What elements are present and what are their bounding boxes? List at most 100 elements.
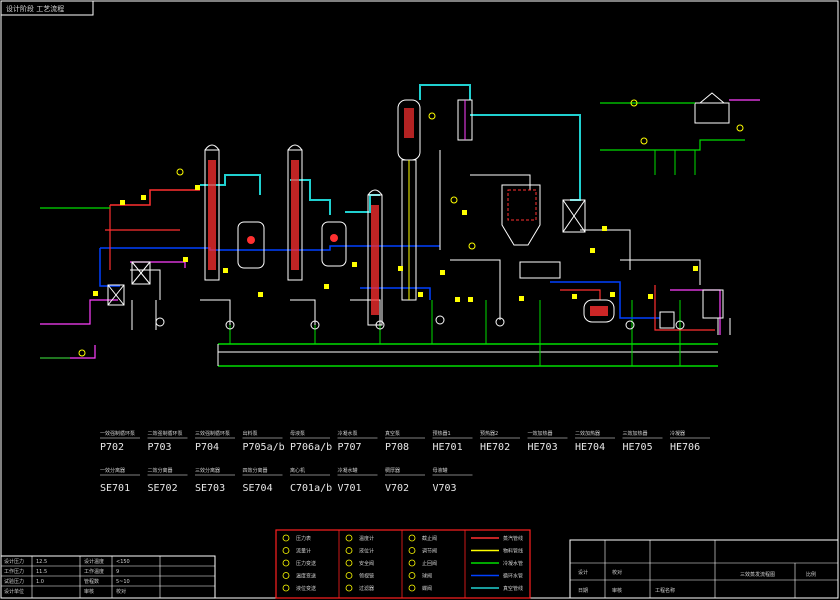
title-block-checked: 校对 (612, 569, 622, 576)
equipment-row1-name: 二效强制循环泵 (148, 430, 183, 437)
data-table-cell: 校对 (116, 588, 126, 595)
data-table-cell: <150 (116, 559, 130, 565)
equipment-list-row2: 一效分离器SE701二效分离器SE702三效分离器SE703四效分离器SE704… (100, 467, 473, 494)
legend-symbol-icon (345, 584, 353, 592)
legend-label: 真空管线 (503, 585, 523, 592)
data-table-cell: 管程数 (84, 578, 99, 585)
equipment-row1-name: 一效加热器 (528, 430, 553, 437)
equipment-row2-tag: SE702 (148, 483, 178, 494)
equipment-row2-tag: SE701 (100, 483, 130, 494)
legend-label: 安全阀 (359, 560, 374, 567)
equipment-row2-tag: V702 (385, 483, 409, 494)
data-table: 设计压力 12.5 设计温度 <150 工作压力 11.5 工作温度 9 试验压力 1.0 管程数 5… (0, 555, 216, 599)
equipment-row1-name: 预热器1 (433, 430, 451, 437)
legend-symbol-icon (345, 547, 353, 554)
equipment-row1-tag: P706a/b (290, 442, 332, 453)
legend-symbol-icon (408, 534, 416, 542)
equipment-row2-tag: SE703 (195, 483, 225, 494)
equipment-row1-tag: P703 (148, 442, 172, 453)
data-table-cell: 工作温度 (84, 568, 104, 575)
equipment-row1-name: 预热器2 (480, 430, 498, 437)
equipment-row1-tag: P705a/b (243, 442, 285, 453)
data-table-cell: 9 (116, 569, 119, 575)
legend-symbol-icon (282, 547, 290, 554)
equipment-row1-tag: HE701 (433, 442, 463, 453)
equipment-row2-name: 稠厚器 (385, 467, 400, 474)
equipment-row2-name: 离心机 (290, 467, 305, 474)
equipment-row1-name: 三效加热器 (623, 430, 648, 437)
legend-symbol-icon (345, 559, 353, 567)
header-box (0, 0, 94, 16)
legend-symbol-icon (408, 572, 416, 579)
data-table-cell: 11.5 (36, 569, 47, 575)
data-table-cell: 设计温度 (84, 558, 104, 565)
title-block-drawing-name: 三效蒸发流程图 (740, 571, 775, 578)
equipment-row2-name: 母液罐 (433, 467, 448, 474)
equipment-row2-name: 三效分离器 (195, 467, 220, 474)
equipment-row1-tag: P707 (338, 442, 362, 453)
legend-label: 球阀 (422, 573, 432, 580)
equipment-row2-tag: SE704 (243, 483, 273, 494)
data-table-cell: 设计单位 (4, 588, 24, 595)
legend-label: 液位计 (359, 548, 374, 555)
equipment-row1-name: 三效强制循环泵 (195, 430, 230, 437)
equipment-row2-name: 冷凝水罐 (338, 467, 358, 474)
legend-label: 压力表 (296, 535, 311, 542)
equipment-row1-tag: HE704 (575, 442, 605, 453)
legend-symbol-icon (408, 547, 416, 554)
title-block-scale: 比例 (806, 571, 816, 578)
process-schematic (40, 84, 760, 367)
legend-symbol-icon (408, 559, 416, 567)
legend-symbol-icon (282, 572, 290, 579)
data-table-cell: 工作压力 (4, 568, 24, 575)
legend-label: 过滤器 (359, 585, 374, 592)
data-table-cell: 12.5 (36, 559, 47, 565)
legend-label: 液位变送 (296, 585, 316, 592)
legend-symbol-icon (408, 584, 416, 592)
legend-label: 压力变送 (296, 560, 316, 567)
legend-label: 温度计 (359, 535, 374, 542)
legend-label: 冷凝水管 (503, 560, 523, 567)
equipment-row1-name: 冷凝器 (670, 430, 685, 437)
equipment-row1-tag: HE703 (528, 442, 558, 453)
title-block-designed: 设计 (578, 569, 588, 576)
equipment-row1-name: 母液泵 (290, 430, 305, 437)
legend-symbol-icon (345, 534, 353, 542)
data-table-cell: 审核 (84, 588, 94, 595)
legend-label: 物料管线 (503, 548, 523, 555)
equipment-row2-name: 四效分离器 (243, 467, 268, 474)
legend-label: 蝶阀 (422, 585, 432, 592)
legend-label: 截止阀 (422, 535, 437, 542)
equipment-row2-tag: V703 (433, 483, 457, 494)
equipment-row1-tag: P708 (385, 442, 409, 453)
data-table-cell: 设计压力 (4, 558, 24, 565)
legend-label: 调节阀 (422, 548, 437, 555)
data-table-cell: 试验压力 (4, 578, 24, 585)
legend-label: 止回阀 (422, 560, 437, 567)
legend-symbol-icon (282, 534, 290, 542)
equipment-row1-tag: P702 (100, 442, 124, 453)
data-table-cell: 1.0 (36, 579, 44, 585)
legend-label: 蒸汽管线 (503, 535, 523, 542)
equipment-row1-tag: P704 (195, 442, 219, 453)
title-block-project: 工程名称 (655, 587, 675, 594)
equipment-row1-tag: HE706 (670, 442, 700, 453)
title-block: 设计 日期 校对 审核 工程名称 三效蒸发流程图 比例 (569, 539, 839, 599)
equipment-row1-tag: HE705 (623, 442, 653, 453)
equipment-row1-name: 真空泵 (385, 430, 400, 437)
equipment-row1-name: 出料泵 (243, 430, 258, 437)
data-table-cell: 5~10 (116, 579, 130, 585)
legend-label: 循环水管 (503, 573, 523, 580)
legend-symbol-icon (282, 559, 290, 567)
equipment-row2-tag: C701a/b (290, 483, 332, 494)
title-block-approved: 审核 (612, 587, 622, 594)
legend-label: 流量计 (296, 548, 311, 555)
legend-symbol-icon (282, 584, 290, 592)
equipment-list-row1: 一效强制循环泵P702二效强制循环泵P703三效强制循环泵P704出料泵P705… (100, 430, 710, 453)
legend-symbol-icon (345, 572, 353, 579)
legend-label: 温度变送 (296, 573, 316, 580)
legend-label: 领视镜 (359, 573, 374, 580)
equipment-row1-tag: HE702 (480, 442, 510, 453)
